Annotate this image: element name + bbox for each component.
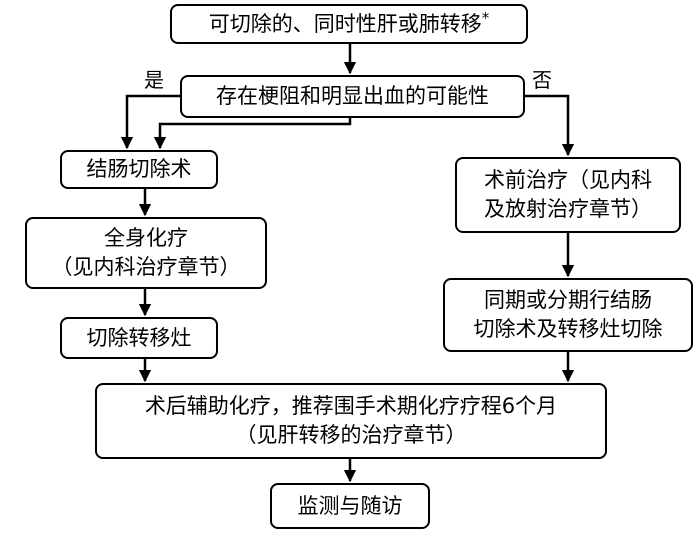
node-adjuvant-chemotherapy: 术后辅助化疗，推荐围手术期化疗疗程6个月 （见肝转移的治疗章节） [95, 383, 607, 459]
node-systemic-chemotherapy: 全身化疗 （见内科治疗章节） [25, 217, 267, 289]
node-preoperative-therapy-line2: 及放射治疗章节） [484, 197, 652, 221]
node-resect-metastases: 切除转移灶 [60, 317, 218, 359]
edge-decision-yes-inner [153, 118, 352, 150]
node-adjuvant-chemotherapy-line2: （见肝转移的治疗章节） [235, 423, 467, 447]
node-preoperative-therapy: 术前治疗（见内科 及放射治疗章节） [455, 157, 681, 233]
node-surveillance-followup-label: 监测与随访 [297, 493, 403, 518]
node-adjuvant-chemotherapy-line1: 术后辅助化疗，推荐围手术期化疗疗程6个月 [144, 394, 558, 418]
node-systemic-chemotherapy-line2: （见内科治疗章节） [51, 255, 241, 279]
node-staged-resection-line1: 同期或分期行结肠 [484, 288, 652, 312]
edge-label-no: 否 [532, 68, 552, 92]
node-preoperative-therapy-line1: 术前治疗（见内科 [484, 168, 652, 192]
node-staged-resection: 同期或分期行结肠 切除术及转移灶切除 [443, 278, 693, 352]
node-resectable-metastases: 可切除的、同时性肝或肺转移* [170, 4, 528, 44]
node-colectomy-label: 结肠切除术 [86, 157, 192, 181]
node-resectable-metastases-text: 可切除的、同时性肝或肺转移* [209, 10, 490, 39]
node-staged-resection-line2: 切除术及转移灶切除 [473, 317, 663, 341]
node-obstruction-bleeding-decision: 存在梗阻和明显出血的可能性 [180, 75, 525, 118]
footnote-mark: * [481, 8, 490, 27]
node-obstruction-bleeding-label: 存在梗阻和明显出血的可能性 [216, 84, 489, 108]
node-colectomy: 结肠切除术 [60, 150, 218, 189]
edge-decision-no [525, 94, 575, 157]
edge-label-yes: 是 [144, 68, 164, 92]
edge-decision-yes-outer [120, 94, 180, 150]
node-resectable-metastases-label: 可切除的、同时性肝或肺转移 [208, 11, 482, 36]
node-surveillance-followup: 监测与随访 [270, 483, 430, 529]
node-resect-metastases-label: 切除转移灶 [86, 325, 192, 350]
node-systemic-chemotherapy-line1: 全身化疗 [104, 226, 188, 250]
